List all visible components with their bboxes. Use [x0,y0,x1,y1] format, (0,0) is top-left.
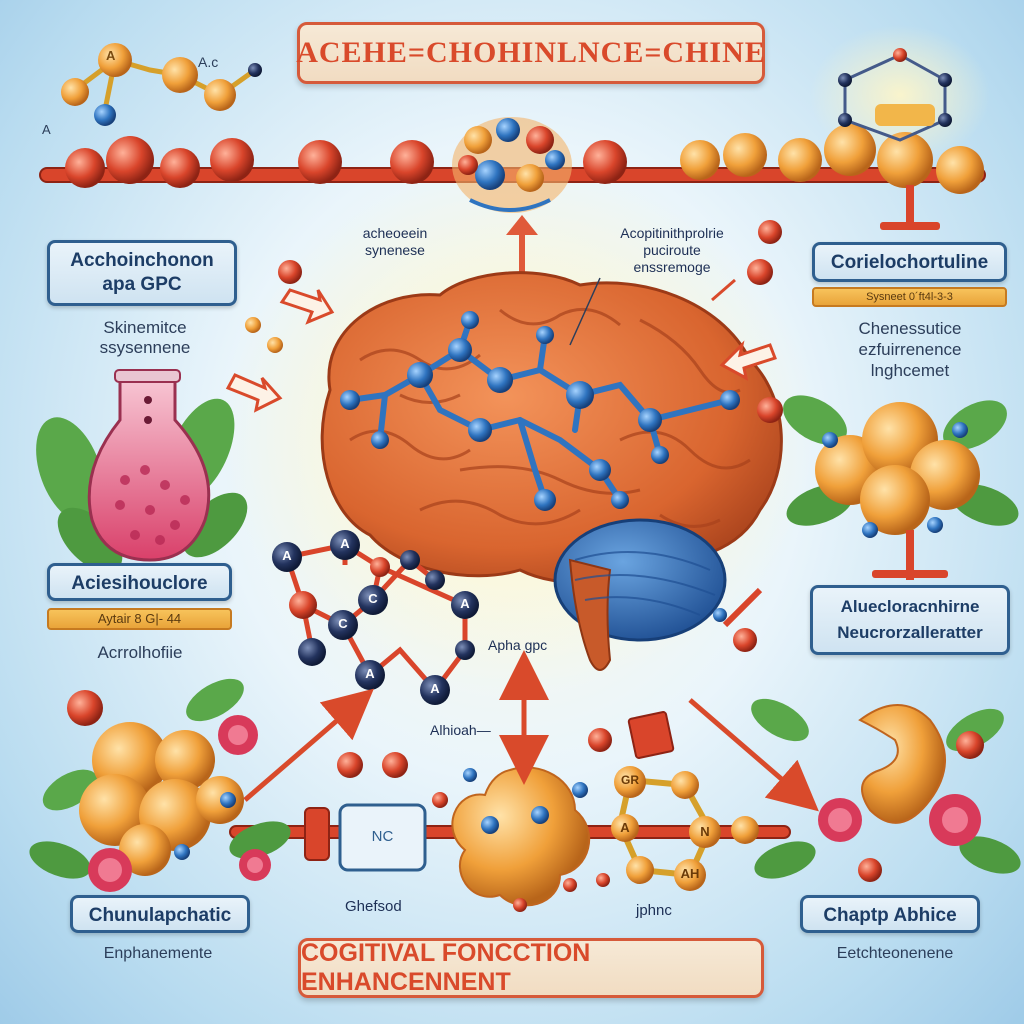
mol-letter-1: A [282,548,292,563]
right-orange-tag: Sysneet 0´ft4l-3-3 [812,287,1007,307]
mid-text-1-line2: synenese [365,242,425,258]
right-mol-letter-3: N [700,824,710,839]
bottom-bar-clip [304,807,330,861]
right-box-2-line2: Neucrorzalleratter [837,623,983,642]
right-label-box-1: Corielochortuline [812,242,1007,282]
right-post-base [880,222,940,230]
right-sub-1-line2: ezfuirrenence [858,340,962,359]
footer-banner: COGITIVAL FONCCTION ENHANCENNENT [298,938,764,998]
mid-text-pathway: Acopitinithprolrie puciroute enssremoge [597,225,747,276]
diagonal-arrows [243,650,819,812]
atom-label-a: A [106,48,116,63]
left-subtitle-1: Skinemitce ssysennene [55,318,235,358]
chevron-arrows [225,278,777,413]
central-splat [451,766,610,912]
right-mol-letter-2: A [620,820,630,835]
right-cluster [783,395,1019,580]
right-box-2-line1: Aluecloracnhirne [840,597,980,616]
floating-red-atoms [245,220,783,808]
flask [36,369,248,573]
right-mol-letter-4: AH [680,866,700,881]
left-label-box-2: Aciesihouclore [47,563,232,601]
left-box-1-line1: Acchoinchonon [70,250,214,271]
right-subtitle-1: Chenessutice ezfuirrenence lnghcemet [820,318,1000,381]
left-box-1-line2: apa GPC [102,274,182,295]
bottom-right-molecule-atoms [611,766,759,891]
mid-text-2-line1: Acopitinithprolrie [620,225,724,241]
right-rod [722,587,763,628]
central-left-molecule-atoms [272,530,479,705]
top-center-cluster [452,117,572,213]
brain-molecule-nodes [340,311,740,511]
top-right-capsule [875,104,935,126]
right-post [906,185,914,225]
mid-text-2-line3: enssremoge [633,259,711,275]
nc-box [338,803,427,872]
mol-letter-5: A [460,596,470,611]
red-block [627,711,675,759]
right-mol-letter-1: GR [621,773,639,787]
right-sub-1-line1: Chenessutice [858,319,962,338]
mol-letter-4: C [368,591,378,606]
top-chain-beads [65,124,984,194]
top-down-arrow-head-up [506,215,538,235]
mid-text-alhioah: Alhioah— [430,722,491,738]
atom-label-ac: A.c [198,54,219,70]
left-sub-1-line2: ssysennene [99,338,191,357]
left-orange-tag: Aytair 8 G|- 44 [47,608,232,630]
brain [320,271,783,671]
mol-letter-6: A [365,666,375,681]
top-left-atoms [61,43,262,126]
bottom-left-cluster [29,678,291,892]
nc-box-label: NC [371,828,394,845]
top-right-nodes [838,48,952,127]
mol-letter-7: A [430,681,440,696]
right-label-box-2: Aluecloracnhirne Neucrorzalleratter [810,585,1010,655]
left-sub-1-line1: Skinemitce [103,318,187,337]
title-banner: ACEHE=CHOHINLNCE=CHINE [296,22,765,84]
left-subtitle-3: Enphanemente [103,945,213,962]
right-sub-1-line3: lnghcemet [870,361,950,380]
left-label-box-3: Chunulapchatic [70,895,250,933]
bottom-text-jphnc: jphnc [636,902,672,919]
left-label-box-1: Acchoinchonon apa GPC [47,240,237,306]
label-pointer-line [569,277,601,346]
mol-letter-3: C [338,616,348,631]
mid-text-synthesis: acheoeein synenese [330,225,460,259]
right-subtitle-3: Eetchteonenene [836,945,954,962]
mid-text-2-line2: puciroute [643,242,701,258]
bottom-right-cluster [751,698,1021,882]
brain-stem [568,558,612,671]
mol-letter-2: A [340,536,350,551]
right-label-box-3: Chaptp Abhice [800,895,980,933]
mid-text-alpha-gpc: Apha gpc [488,637,548,653]
atom-label-a-small: A [42,122,51,137]
mid-text-1-line1: acheoeein [362,225,428,241]
left-subtitle-2: Acrrolhofiie [97,643,183,662]
bottom-text-ghefsod: Ghefsod [345,898,402,915]
